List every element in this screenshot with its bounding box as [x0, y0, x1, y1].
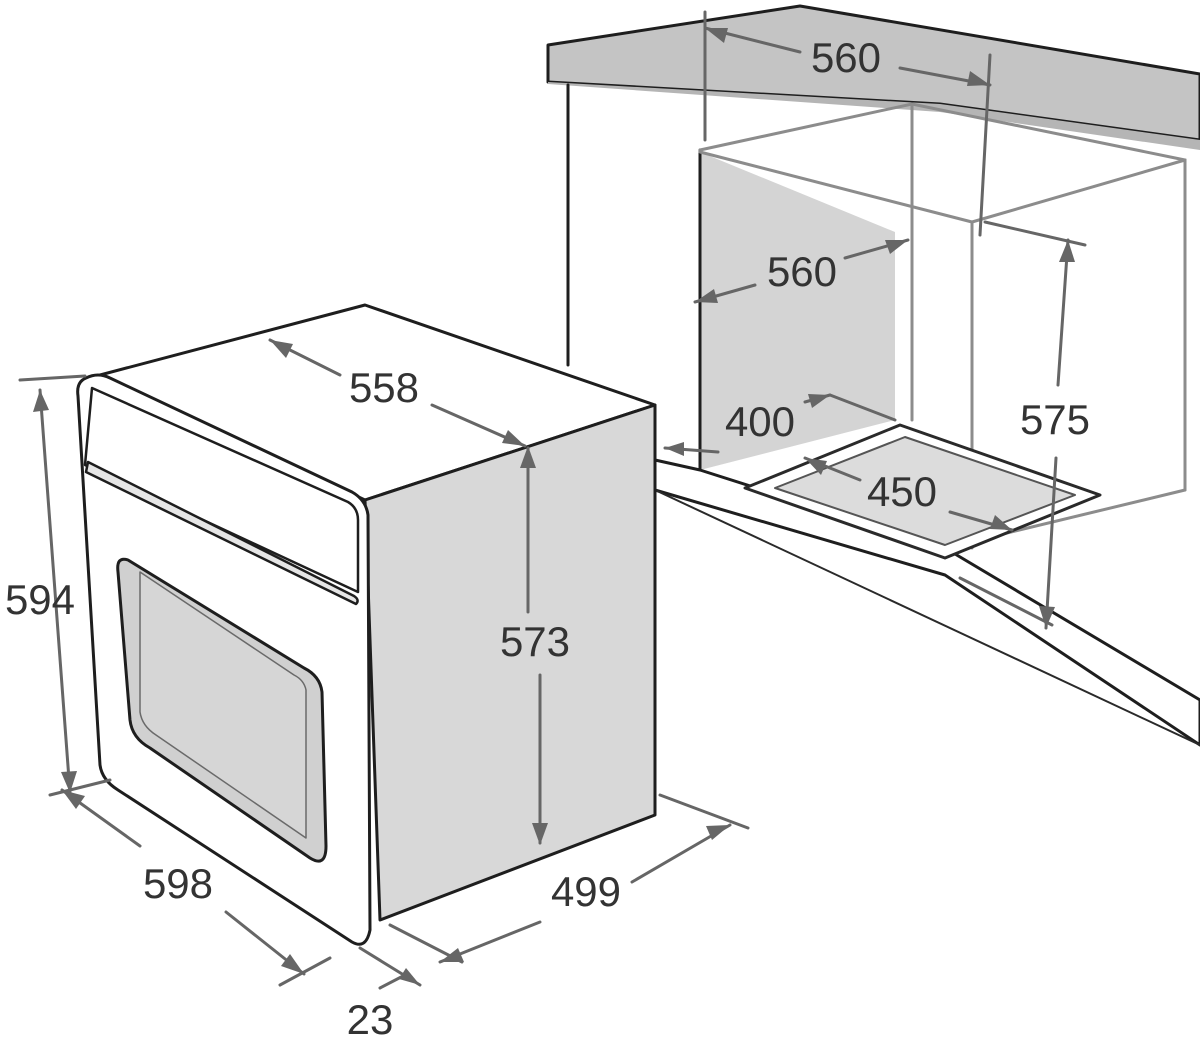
label-oven-depth-top: 558 [349, 364, 419, 411]
label-floor-opening-depth: 400 [725, 398, 795, 445]
label-floor-opening-width: 450 [867, 468, 937, 515]
label-oven-height-front: 594 [5, 576, 75, 623]
label-oven-width: 598 [143, 860, 213, 907]
oven-door-window-inner [139, 571, 307, 839]
cabinet-niche [546, 4, 1200, 747]
dimension-labels: 558 573 594 598 499 23 560 560 575 400 4… [5, 34, 1090, 1038]
niche-side-wall [700, 152, 895, 470]
oven-body [76, 303, 657, 946]
dimension-lines [18, 10, 1087, 990]
label-niche-depth: 560 [767, 248, 837, 295]
label-front-panel-thickness: 23 [347, 996, 394, 1038]
label-oven-height-side: 573 [500, 618, 570, 665]
label-oven-depth-body: 499 [551, 868, 621, 915]
label-niche-height: 575 [1020, 396, 1090, 443]
label-niche-width-top: 560 [811, 34, 881, 81]
oven-door-handle [84, 460, 359, 606]
cabinet-floor-ledge [653, 458, 1200, 747]
oven-side-face [363, 403, 657, 922]
floor-opening-inner [774, 436, 1076, 546]
control-panel [83, 386, 360, 594]
countertop-front-edge [548, 45, 1200, 150]
